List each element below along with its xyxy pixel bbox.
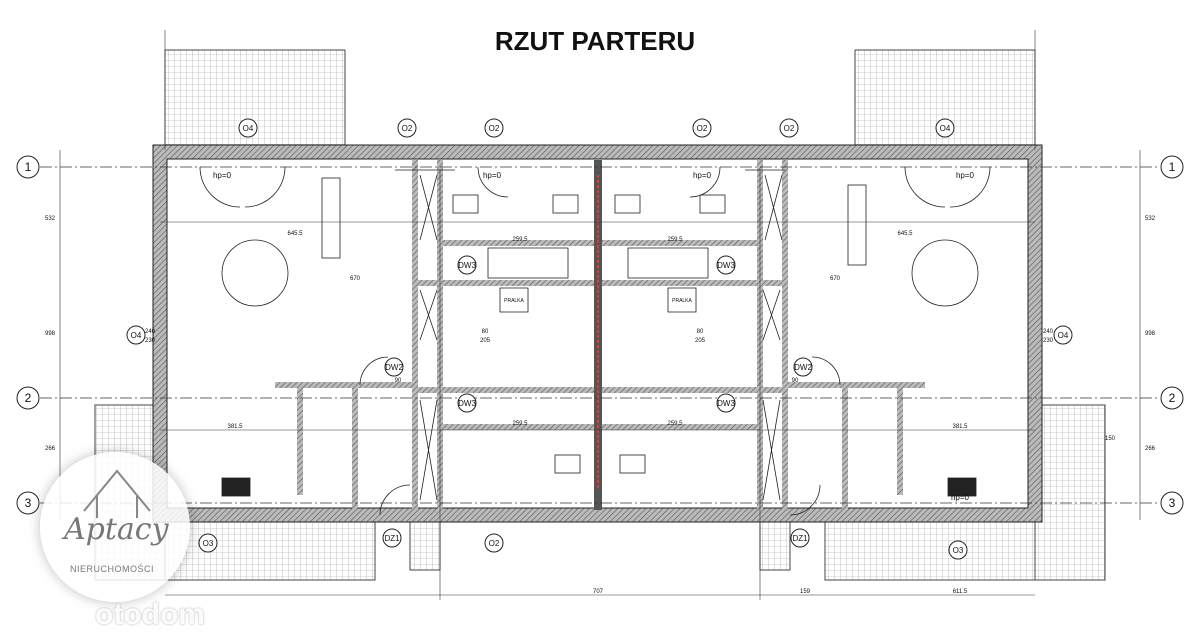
agency-logo: Aptacy NIERUCHOMOŚCI [40,452,190,602]
axis-label-2-left: 2 [25,391,32,405]
tag-dw3: DW3 [458,399,476,408]
watermark: otodom [95,598,205,631]
axis-label-1-left: 1 [25,160,32,174]
threshold-label: hp=0 [693,171,712,180]
threshold-label: hp=0 [213,171,232,180]
threshold-label: hp=0 [483,171,502,180]
tag-circles [126,118,1073,560]
washer-label: PRALKA [504,298,524,304]
dim-label: 80 [482,329,489,335]
tag-o4-left: O4 [243,124,254,133]
axis-markers [16,155,1184,515]
tag-dw3: DW3 [458,261,476,270]
dimension-lines [59,30,1141,600]
tag-o2: O2 [489,124,500,133]
dim-label: 670 [350,276,361,282]
tag-dw3: DW3 [717,261,735,270]
furniture [221,169,979,501]
tag-dw2: DW2 [385,363,403,372]
tag-dz1: DZ1 [792,534,808,543]
terrace-bottom-right-2 [824,514,1036,581]
tag-o2: O2 [784,124,795,133]
logo-subtitle: NIERUCHOMOŚCI [70,564,155,574]
tag-dz1: DZ1 [384,534,400,543]
dim-label: 381.5 [227,424,243,430]
entrance-step-left [409,514,441,571]
dim-label: 266 [1145,446,1156,452]
washer-label: PRALKA [672,298,692,304]
dim-label: 645.5 [287,231,303,237]
house-icon [83,469,151,518]
dim-label: 259.5 [512,421,528,427]
dim-label: 205 [480,338,491,344]
tag-dw3: DW3 [717,399,735,408]
tag-o4-side-right: O4 [1058,331,1069,340]
dim-label: 998 [45,331,56,337]
dim-label: 259.5 [512,237,528,243]
threshold-label: hp=0 [956,171,975,180]
door-swings [199,166,991,516]
dim-label: 998 [1145,331,1156,337]
dim-label: 611.5 [953,589,968,595]
tag-o2: O2 [402,124,413,133]
axis-label-1-right: 1 [1169,160,1176,174]
outer-walls [152,144,1043,523]
axis-label-3-left: 3 [25,496,32,510]
tag-dw2: DW2 [794,363,812,372]
dim-label: 707 [593,589,604,595]
terrace-top-left [164,49,346,153]
tag-o4-right: O4 [940,124,951,133]
logo-script-text: Aptacy [64,512,169,547]
terrace-bottom-left-2 [164,514,376,581]
tag-o2: O2 [489,539,500,548]
dim-label: 259.5 [667,237,683,243]
dim-label: 381.5 [952,424,968,430]
dim-label: 90 [395,378,402,384]
entrance-step-right [759,514,791,571]
tag-o3: O3 [203,539,214,548]
dim-label: 532 [1145,216,1156,222]
dim-label: 230 [1043,338,1054,344]
axis-label-2-right: 2 [1169,391,1176,405]
axis-label-3-right: 3 [1169,496,1176,510]
dim-label: 90 [792,378,799,384]
grid-axis-lines [40,166,1160,504]
dim-label: 150 [1105,436,1116,442]
dim-label: 205 [695,338,706,344]
tag-o2: O2 [697,124,708,133]
terrace-bottom-right [1034,404,1106,581]
dim-label: 240 [145,329,156,335]
tag-o4-side-left: O4 [131,331,142,340]
dim-label: 532 [45,216,56,222]
dim-label: 266 [45,446,56,452]
dim-label: 240 [1043,329,1054,335]
dim-label: 259.5 [667,421,683,427]
tag-o3: O3 [953,546,964,555]
plan-title: RZUT PARTERU [495,26,695,56]
threshold-label: hp=0 [951,493,970,502]
dim-label: 80 [697,329,704,335]
dim-label: 230 [145,338,156,344]
dim-label: 159 [800,589,811,595]
dim-label: 670 [830,276,841,282]
dim-label: 645.5 [897,231,913,237]
